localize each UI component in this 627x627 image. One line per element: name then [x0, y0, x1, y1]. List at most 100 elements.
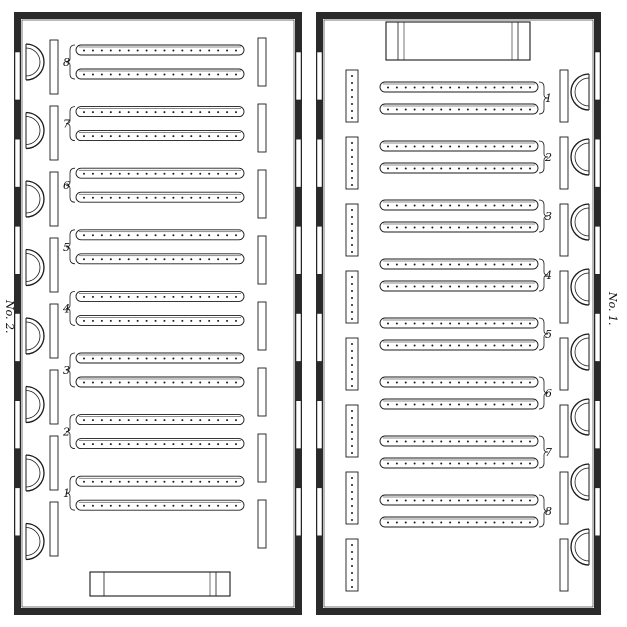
- left-row-13-plant-dot: [83, 443, 85, 446]
- left-row-3-plant-dot: [83, 135, 85, 138]
- left-row-15-plant-dot: [172, 504, 175, 507]
- left-row-3-plant-dot: [226, 135, 229, 138]
- right-row-12-plant-dot: [387, 440, 389, 443]
- right-bench-dot: [351, 96, 353, 98]
- right-row-2-plant-dot: [529, 145, 531, 148]
- right-row-14-plant-dot: [440, 499, 443, 502]
- right-row-12-plant-dot: [395, 440, 398, 443]
- left-row-5-plant-dot: [154, 196, 157, 199]
- left-row-6-plant-dot: [199, 234, 202, 237]
- right-row-5-plant-dot: [458, 226, 460, 229]
- right-row-0-plant-dot: [502, 86, 505, 89]
- right-row-15-plant-dot: [449, 521, 452, 524]
- left-boiler-6-arch-outer: [25, 454, 45, 492]
- left-row-5-plant-dot: [91, 196, 94, 199]
- right-row-0-plant-dot: [387, 86, 389, 89]
- left-row-8-plant-dot: [136, 295, 139, 298]
- right-row-8-plant-dot: [475, 322, 478, 325]
- left-window-left: [14, 138, 21, 188]
- left-row-15-plant-dot: [226, 504, 229, 507]
- right-row-0-plant-dot: [458, 86, 460, 89]
- right-row-11-plant-dot: [511, 403, 514, 406]
- left-row-1-plant-dot: [163, 73, 166, 76]
- left-row-0-plant-dot: [136, 49, 139, 52]
- left-row-9-plant-dot: [217, 319, 220, 322]
- right-row-8-plant-dot: [422, 322, 425, 325]
- left-row-15-plant-dot: [190, 504, 193, 507]
- left-row-10-plant-dot: [91, 357, 94, 360]
- right-bench-dot: [351, 177, 353, 179]
- left-row-7-plant-dot: [199, 258, 202, 261]
- right-row-11-plant-dot: [413, 403, 416, 406]
- left-row-14-plant-dot: [83, 480, 85, 483]
- left-col-a-3-bench: [49, 237, 59, 293]
- right-row-1-plant-dot: [449, 108, 452, 111]
- right-row-15-plant-dot: [520, 521, 523, 524]
- left-row-12-plant-dot: [118, 419, 121, 422]
- left-col-b-1-bench: [257, 103, 267, 153]
- right-bench-dot: [351, 244, 353, 246]
- left-row-6-trough: [75, 229, 245, 241]
- left-row-3-plant-dot: [172, 135, 175, 138]
- right-row-5-plant-dot: [493, 226, 496, 229]
- right-row-10-plant-dot: [431, 381, 434, 384]
- right-bench-dot: [351, 498, 353, 500]
- right-bench-dot: [351, 417, 353, 419]
- right-row-15-plant-dot: [484, 521, 487, 524]
- left-row-11-plant-dot: [100, 381, 103, 384]
- right-bench-dot: [351, 410, 353, 412]
- right-row-8-plant-dot: [502, 322, 505, 325]
- left-row-11-plant-dot: [235, 381, 237, 384]
- left-row-13-plant-dot: [190, 443, 193, 446]
- right-row-15-plant-dot: [404, 521, 407, 524]
- right-bench-dot: [351, 117, 353, 119]
- left-row-0-plant-dot: [145, 49, 148, 52]
- right-boiler-6-arch-outer: [570, 463, 590, 501]
- right-row-6-plant-dot: [493, 263, 496, 266]
- right-bench-dot: [351, 184, 353, 186]
- right-row-1-plant-dot: [493, 108, 496, 111]
- right-row-10-plant-dot: [493, 381, 496, 384]
- left-row-3-plant-dot: [190, 135, 193, 138]
- left-row-9-plant-dot: [100, 319, 103, 322]
- right-bench-dot: [351, 82, 353, 84]
- right-row-1-plant-dot: [529, 108, 531, 111]
- right-row-4-plant-dot: [404, 204, 407, 207]
- left-row-3-plant-dot: [217, 135, 220, 138]
- right-pair-2-brace: [538, 199, 549, 233]
- left-row-label: 2: [62, 426, 70, 439]
- right-row-7-plant-dot: [520, 285, 523, 288]
- right-bench-dot: [351, 378, 353, 380]
- left-col-b-7-bench: [257, 499, 267, 549]
- right-row-2-plant-dot: [449, 145, 452, 148]
- left-row-3-plant-dot: [154, 135, 157, 138]
- left-row-15-plant-dot: [100, 504, 103, 507]
- right-row-1-plant-dot: [458, 108, 460, 111]
- left-row-0-plant-dot: [83, 49, 85, 52]
- left-row-1-plant-dot: [199, 73, 202, 76]
- right-row-13-plant-dot: [413, 462, 416, 465]
- right-bench-dot: [351, 149, 353, 151]
- left-row-0-plant-dot: [163, 49, 166, 52]
- left-row-6-plant-dot: [109, 234, 112, 237]
- right-row-12-plant-dot: [484, 440, 487, 443]
- right-window-right: [594, 400, 601, 449]
- right-boiler-2-arch-inner: [574, 207, 590, 237]
- right-bench-dot: [351, 103, 353, 105]
- left-row-2-plant-dot: [109, 111, 112, 114]
- left-row-13-plant-dot: [199, 443, 202, 446]
- left-row-0-plant-dot: [118, 49, 121, 52]
- left-window-left: [14, 226, 21, 275]
- right-bench-dot: [351, 156, 353, 158]
- left-row-2-plant-dot: [145, 111, 148, 114]
- left-door-frame: [89, 571, 231, 597]
- right-row-13-plant-dot: [502, 462, 505, 465]
- left-row-10-plant-dot: [136, 357, 139, 360]
- right-row-7-plant-dot: [458, 285, 460, 288]
- left-row-label: 6: [63, 179, 70, 192]
- left-row-8-plant-dot: [235, 295, 237, 298]
- right-row-6-plant-dot: [511, 263, 514, 266]
- right-row-label: 4: [544, 269, 552, 282]
- right-row-15-plant-dot: [458, 521, 460, 524]
